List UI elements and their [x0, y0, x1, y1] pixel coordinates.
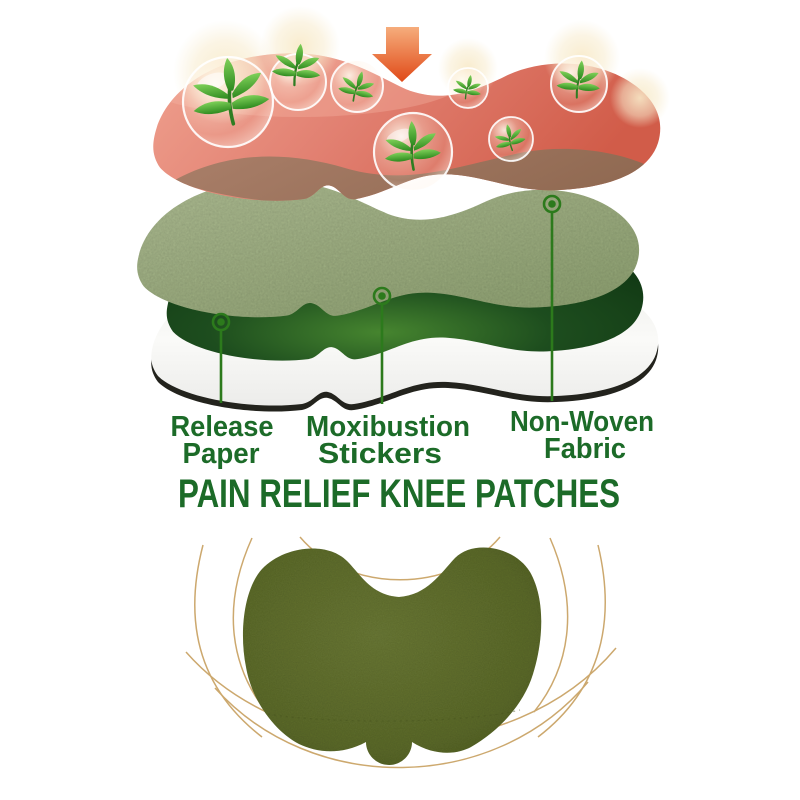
- bubble: [447, 67, 489, 109]
- bubble: [550, 55, 608, 113]
- label-release-paper-line2: Paper: [183, 438, 260, 470]
- knee-outline-curve: [533, 537, 569, 713]
- callout-release-paper: Release Paper: [171, 312, 274, 470]
- page-title: PAIN RELIEF KNEE PATCHES: [178, 472, 620, 516]
- label-release-paper-line1: Release: [171, 411, 274, 443]
- knee-outline-curve: [537, 544, 606, 738]
- label-non-woven-line1: Non-Woven: [510, 406, 654, 438]
- bubble: [181, 51, 275, 149]
- callout-moxibustion-stickers: Moxibustion Stickers: [306, 286, 470, 470]
- bubble: [269, 39, 327, 111]
- callout-non-woven-fabric: Non-Woven Fabric: [510, 194, 654, 465]
- bubble: [372, 111, 454, 193]
- label-non-woven-line2: Fabric: [544, 433, 626, 465]
- bubble: [330, 59, 384, 113]
- knee-outline-curve: [214, 681, 589, 769]
- bubble: [488, 116, 534, 162]
- moxibustion-sticker-layer: [137, 180, 640, 318]
- knee-outline-curve: [232, 537, 269, 715]
- knee-outline-curve: [194, 544, 263, 738]
- herb-bubbles: [181, 39, 608, 193]
- down-arrow-icon: [372, 27, 432, 82]
- patch-seam-line: [267, 709, 521, 722]
- label-moxibustion-line1: Moxibustion: [306, 411, 470, 443]
- label-moxibustion-line2: Stickers: [318, 438, 442, 470]
- knee-patch-shape: [242, 547, 542, 765]
